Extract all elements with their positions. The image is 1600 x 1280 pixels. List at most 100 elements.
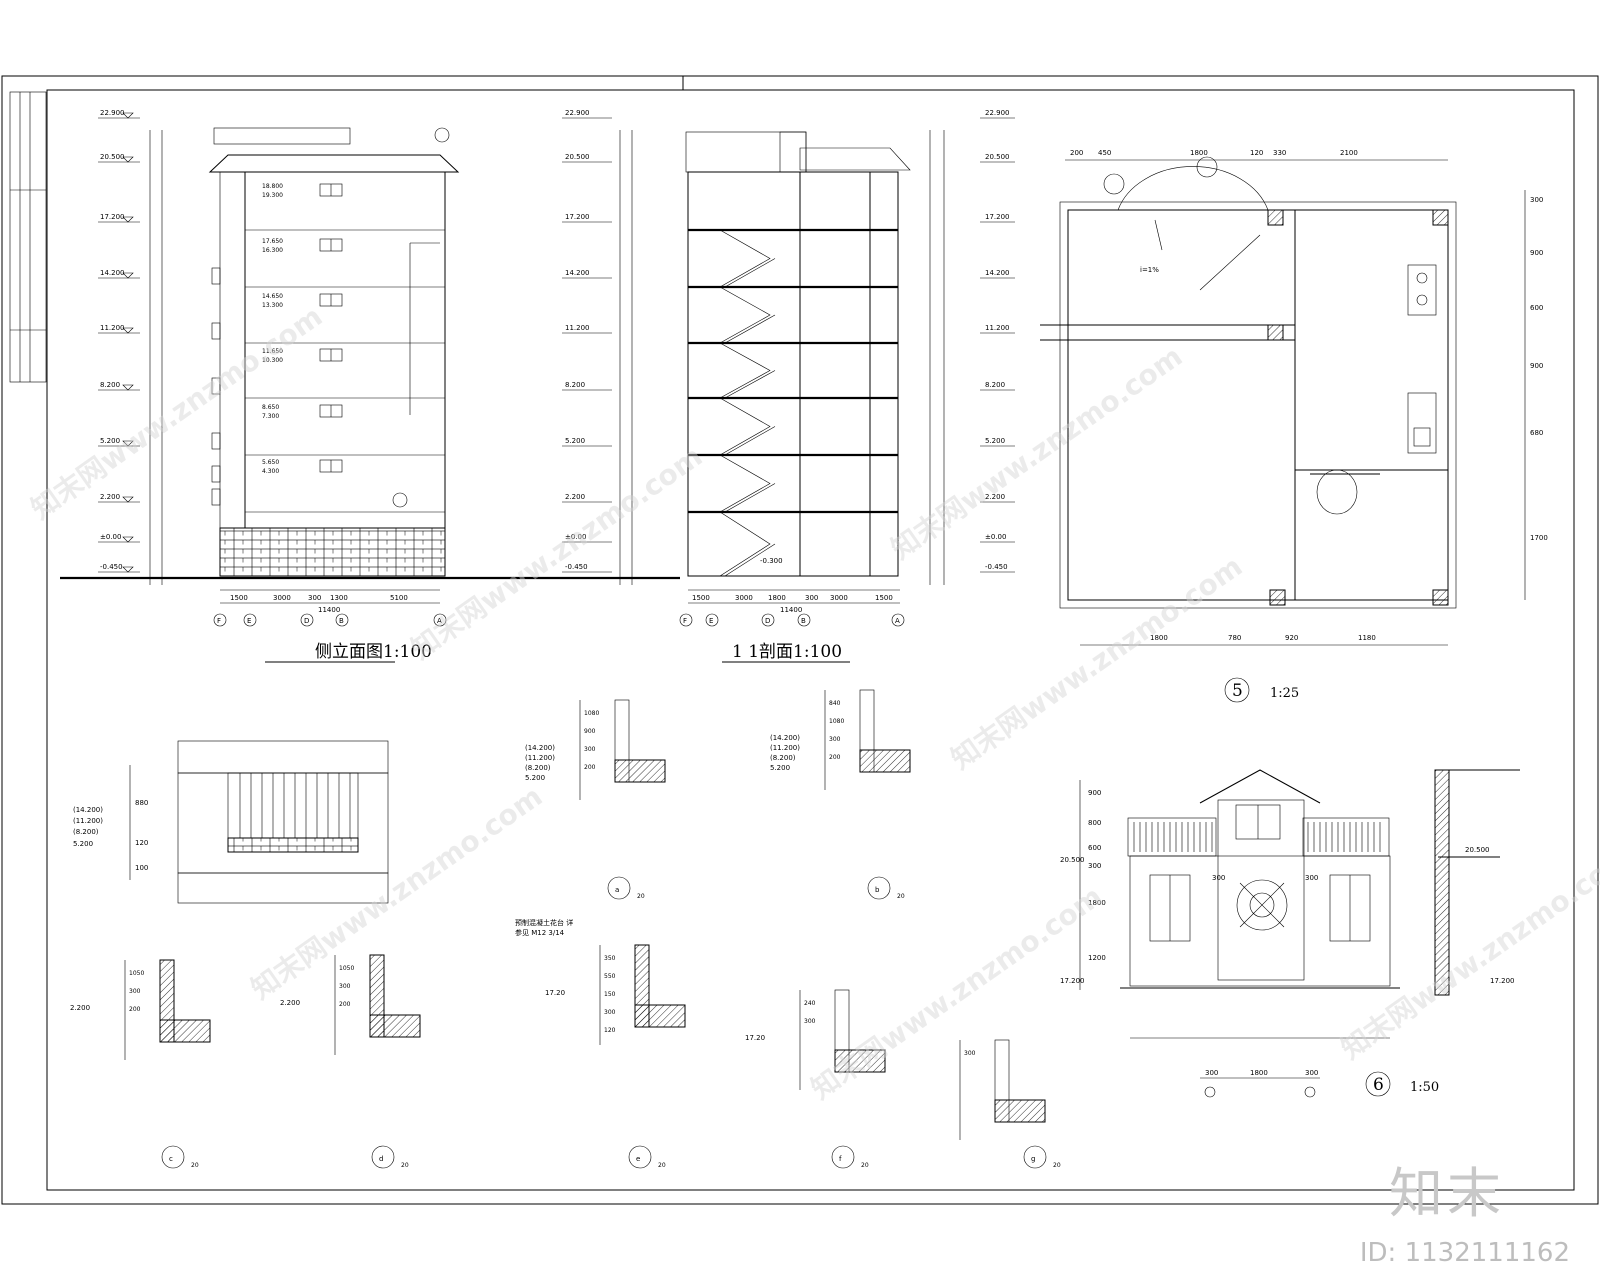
detail-dim: 240 xyxy=(804,1000,816,1007)
section-bottom-dim: 1800 xyxy=(768,594,786,602)
section-outline xyxy=(687,171,899,577)
section-axis-label: A xyxy=(895,617,900,625)
floor-mark: 13.300 xyxy=(262,302,283,309)
plan-top-dim: 200 xyxy=(1070,149,1083,157)
image-id: ID: 1132111162 xyxy=(1359,1238,1570,1268)
level-label: 8.200 xyxy=(100,381,120,389)
detail-6-mark-b: 300 xyxy=(1305,874,1318,882)
stair-flight xyxy=(719,229,771,288)
stair-flight xyxy=(719,397,771,456)
detail-level: 5.200 xyxy=(770,764,790,772)
section-level-left: ±0.00 xyxy=(565,533,586,541)
slab-section xyxy=(994,1099,1046,1123)
detail-6-left-dim: 1800 xyxy=(1088,899,1106,907)
side-window xyxy=(211,488,221,506)
section-levels-left: 22.90020.50017.20014.20011.2008.2005.200… xyxy=(562,109,612,573)
level-label: 2.200 xyxy=(100,493,120,501)
svg-text:知末网www.znzmo.com: 知末网www.znzmo.com xyxy=(245,780,548,1006)
axis-bubble xyxy=(300,613,314,627)
detail-6-left-dim: 1200 xyxy=(1088,954,1106,962)
railing-level: (14.200) xyxy=(73,806,103,814)
detail-dim: 150 xyxy=(604,991,616,998)
side-window xyxy=(211,322,221,340)
detail-dim: 1080 xyxy=(584,710,599,717)
detail-scale: 20 xyxy=(658,1162,666,1169)
railing-level: 5.200 xyxy=(73,840,93,848)
section-bottom-dim: 1500 xyxy=(692,594,710,602)
floor-lines xyxy=(245,229,445,513)
detail-label: e xyxy=(636,1155,640,1163)
level-label: 11.200 xyxy=(100,324,125,332)
section-level-right: 22.900 xyxy=(985,109,1010,117)
floor-mark: 10.300 xyxy=(262,357,283,364)
detail-label: b xyxy=(875,886,880,894)
section-level-right: -0.450 xyxy=(985,563,1008,571)
side-window xyxy=(211,432,221,450)
plan-top-dim: 450 xyxy=(1098,149,1111,157)
detail-bubble xyxy=(831,1145,855,1169)
detail-dim: 300 xyxy=(829,736,841,743)
bottom-dim: 1500 xyxy=(230,594,248,602)
svg-text:知末网www.znzmo.com: 知末网www.znzmo.com xyxy=(945,550,1248,776)
section-level-left: 17.200 xyxy=(565,213,590,221)
parapet-section xyxy=(994,1039,1010,1123)
section-total-dim: 11400 xyxy=(780,606,802,614)
section-axis-label: B xyxy=(801,617,806,625)
bottom-dim: 1300 xyxy=(330,594,348,602)
section-bottom-dim: 3000 xyxy=(830,594,848,602)
parapet-section xyxy=(159,959,175,1043)
plan-side-dim: 600 xyxy=(1530,304,1543,312)
detail-dim: 900 xyxy=(584,728,596,735)
plan-bottom-dim: 1800 xyxy=(1150,634,1168,642)
section-level-right: 17.200 xyxy=(985,213,1010,221)
detail-6-bottom-dim: 1800 xyxy=(1250,1069,1268,1077)
detail-6-left-dim: 300 xyxy=(1088,862,1101,870)
railing-dim: 100 xyxy=(135,864,148,872)
total-dim: 11400 xyxy=(318,606,340,614)
washbasin xyxy=(1316,469,1358,515)
floor-mark: 19.300 xyxy=(262,192,283,199)
section-level-right: 8.200 xyxy=(985,381,1005,389)
floor-mark: 11.650 xyxy=(262,348,283,355)
parapet-section xyxy=(369,954,385,1038)
plan-side-dim: 900 xyxy=(1530,362,1543,370)
detail-scale: 20 xyxy=(191,1162,199,1169)
side-window xyxy=(211,267,221,285)
floor-mark: 8.650 xyxy=(262,404,279,411)
railing-level: (11.200) xyxy=(73,817,103,825)
detail-b: 8401080300200(14.200)(11.200)(8.200)5.20… xyxy=(770,689,911,900)
section-inner-level: -0.300 xyxy=(760,557,783,565)
detail-bubble xyxy=(867,876,891,900)
floor-mark: 7.300 xyxy=(262,413,279,420)
detail-bubble xyxy=(607,876,631,900)
section-level-left: 2.200 xyxy=(565,493,585,501)
detail-level: 2.200 xyxy=(280,999,300,1007)
floor-mark: 4.300 xyxy=(262,468,279,475)
stair-flight xyxy=(719,454,771,513)
svg-text:知末网www.znzmo.com: 知末网www.znzmo.com xyxy=(405,440,708,666)
railing-levels: (14.200)(11.200)(8.200)5.200 xyxy=(73,806,103,848)
small-details: 1080900300200(14.200)(11.200)(8.200)5.20… xyxy=(70,689,1061,1169)
svg-text:知末网www.znzmo.com: 知末网www.znzmo.com xyxy=(25,300,328,526)
detail-label: f xyxy=(839,1155,842,1163)
detail-dim: 300 xyxy=(339,983,351,990)
section-level-left: 14.200 xyxy=(565,269,590,277)
detail-dim: 200 xyxy=(829,754,841,761)
detail-dim: 550 xyxy=(604,973,616,980)
detail-level: 5.200 xyxy=(525,774,545,782)
axis-label: B xyxy=(339,617,344,625)
detail-bubble xyxy=(371,1145,395,1169)
plan-bottom-dim: 780 xyxy=(1228,634,1241,642)
elevation-title: 侧立面图1:100 xyxy=(315,642,432,662)
parapet-section xyxy=(634,944,650,1028)
stair-flight xyxy=(719,511,771,577)
plan-side-dim: 900 xyxy=(1530,249,1543,257)
section-level-right: 2.200 xyxy=(985,493,1005,501)
detail-dim: 200 xyxy=(129,1006,141,1013)
plan-top-dim: 2100 xyxy=(1340,149,1358,157)
